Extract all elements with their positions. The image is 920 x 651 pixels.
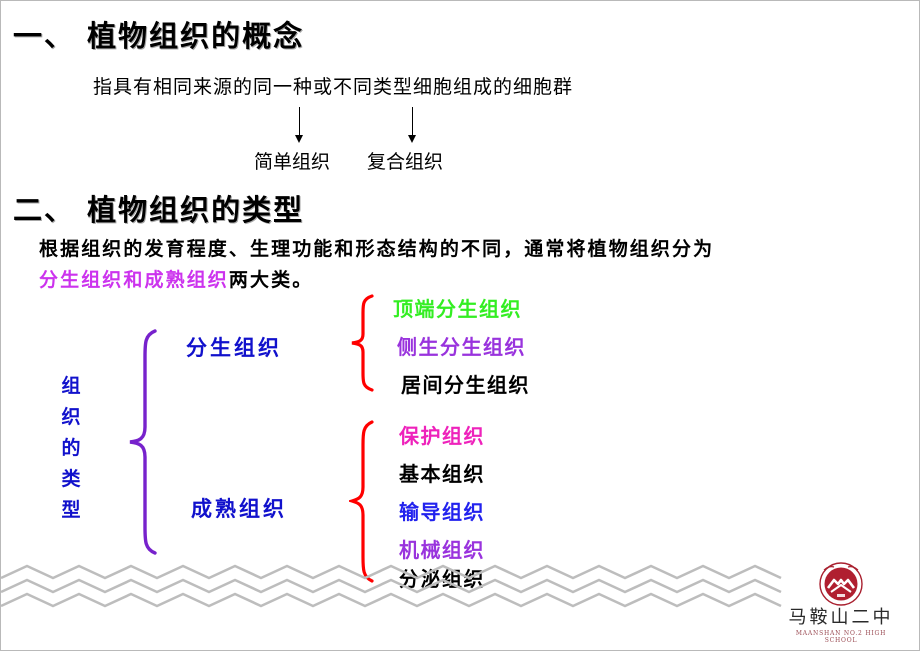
tree-group-label-1: 成熟组织 bbox=[191, 497, 287, 521]
concept-definition-text: 指具有相同来源的同一种或不同类型细胞组成的细胞群 bbox=[93, 76, 574, 98]
tree-root-char-4: 型 bbox=[61, 499, 81, 521]
paragraph-highlight: 分生组织和成熟组织 bbox=[39, 269, 229, 291]
group-0-brace bbox=[351, 294, 374, 392]
section-two-paragraph-line2: 分生组织和成熟组织两大类。 bbox=[39, 265, 313, 292]
group-1-brace bbox=[349, 420, 374, 583]
tree-leaf-1-3: 机械组织 bbox=[399, 538, 485, 562]
school-logo: 马鞍山二中 MAANSHAN NO.2 HIGH SCHOOL bbox=[781, 561, 901, 644]
branch-label-complex: 复合组织 bbox=[367, 151, 444, 173]
arrow-head-simple bbox=[295, 135, 303, 143]
arrow-line-complex bbox=[412, 107, 413, 137]
section-two-paragraph-line1: 根据组织的发育程度、生理功能和形态结构的不同，通常将植物组织分为 bbox=[39, 238, 715, 260]
tree-leaf-1-1: 基本组织 bbox=[399, 462, 485, 486]
tree-root-label: 组 织 的 类 型 bbox=[59, 371, 83, 526]
tree-group-label-0: 分生组织 bbox=[186, 336, 282, 360]
tree-leaf-1-2: 输导组织 bbox=[399, 500, 485, 524]
school-name-en: MAANSHAN NO.2 HIGH SCHOOL bbox=[795, 630, 887, 644]
tree-root-char-1: 织 bbox=[61, 406, 81, 428]
tree-leaf-0-0: 顶端分生组织 bbox=[393, 297, 522, 321]
tree-root-char-0: 组 bbox=[61, 375, 81, 397]
paragraph-tail: 两大类。 bbox=[228, 269, 314, 291]
tree-root-char-3: 类 bbox=[61, 468, 81, 490]
arrow-head-complex bbox=[408, 135, 416, 143]
school-emblem-icon bbox=[819, 562, 863, 606]
zigzag-decoration bbox=[1, 564, 782, 608]
tree-root-char-2: 的 bbox=[61, 437, 81, 459]
root-brace bbox=[129, 329, 157, 555]
tree-leaf-1-0: 保护组织 bbox=[399, 424, 485, 448]
section-two-heading: 二、 植物组织的类型 bbox=[13, 193, 305, 227]
tree-leaf-0-2: 居间分生组织 bbox=[401, 373, 530, 397]
branch-label-simple: 简单组织 bbox=[254, 151, 331, 173]
school-name-cn: 马鞍山二中 bbox=[788, 607, 894, 628]
section-one-heading: 一、 植物组织的概念 bbox=[13, 19, 305, 53]
arrow-line-simple bbox=[299, 107, 300, 137]
tree-leaf-0-1: 侧生分生组织 bbox=[397, 335, 526, 359]
